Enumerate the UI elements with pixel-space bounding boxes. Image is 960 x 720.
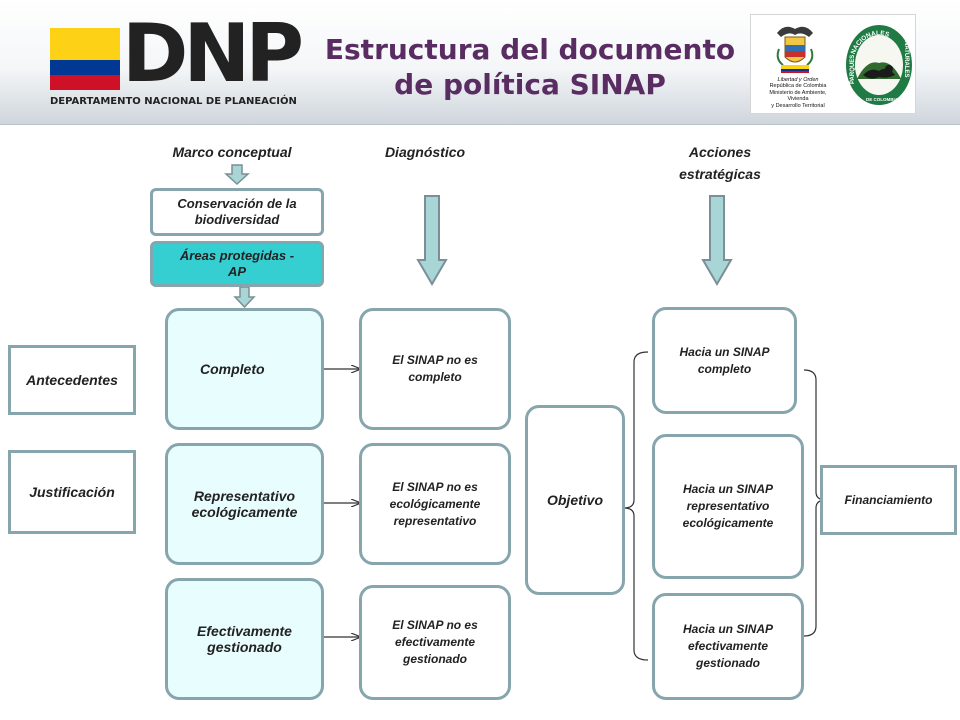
- box-diagnostico-2-line2: ecológicamente: [389, 496, 481, 511]
- parques-bottom-text: DE COLOMBIA: [866, 97, 899, 102]
- box-financiamiento: Financiamiento: [820, 465, 957, 535]
- partner-logos: Libertad y Orden República de Colombia M…: [750, 14, 916, 114]
- box-objetivo: Objetivo: [525, 405, 625, 595]
- box-accion-3-line2: efectivamente: [687, 639, 769, 653]
- box-conservacion-line1: Conservación de la: [177, 196, 297, 211]
- column-header-diagnostico: Diagnóstico: [384, 144, 466, 160]
- column-header-marco: Marco conceptual: [172, 144, 292, 160]
- box-accion-1: Hacia un SINAP completo: [652, 307, 797, 414]
- box-accion-2-line1: Hacia un SINAP: [682, 482, 773, 496]
- box-conservacion: Conservación de la biodiversidad: [150, 188, 324, 236]
- box-areas-protegidas: Áreas protegidas - AP: [150, 241, 324, 287]
- box-representativo-line1: Representativo: [193, 488, 296, 504]
- box-diagnostico-1: El SINAP no es completo: [359, 308, 511, 430]
- box-representativo: Representativo ecológicamente: [165, 443, 324, 565]
- box-accion-2-line2: representativo: [686, 499, 770, 513]
- coat-of-arms-logo: Libertad y Orden República de Colombia M…: [759, 19, 829, 111]
- coat-of-arms-icon: [776, 26, 814, 73]
- flag-red-band: [50, 75, 120, 90]
- column-header-acciones: Acciones estratégicas: [640, 141, 800, 185]
- box-accion-1-line2: completo: [697, 361, 752, 376]
- header-banner: DNP DEPARTAMENTO NACIONAL DE PLANEACIÓN …: [0, 0, 960, 125]
- coat-caption-line2: Ministerio de Ambiente, Vivienda: [769, 89, 827, 103]
- box-justificacion: Justificación: [8, 450, 136, 534]
- box-accion-2: Hacia un SINAP representativo ecológicam…: [652, 434, 804, 579]
- coat-caption-line3: y Desarrollo Territorial: [771, 102, 825, 109]
- column-header-acciones-line2: estratégicas: [679, 166, 761, 182]
- acciones-down-arrow: [701, 195, 733, 286]
- box-diagnostico-3-line3: gestionado: [402, 652, 467, 666]
- box-areas-line1: Áreas protegidas -: [179, 248, 295, 263]
- page-title-line2: de política SINAP: [394, 68, 666, 101]
- box-efectivamente: Efectivamente gestionado: [165, 578, 324, 700]
- objetivo-brace: [623, 351, 649, 661]
- dnp-logo-word: DNP: [122, 7, 304, 100]
- box-accion-3-line1: Hacia un SINAP: [682, 622, 774, 636]
- coat-caption-line1: República de Colombia: [769, 83, 827, 90]
- box-accion-3-line3: gestionado: [695, 656, 760, 670]
- marco-down-arrow-1: [224, 164, 250, 186]
- flag-yellow-band: [50, 28, 120, 60]
- box-diagnostico-2: El SINAP no es ecológicamente representa…: [359, 443, 511, 565]
- column-header-acciones-line1: Acciones: [688, 144, 752, 160]
- diagnostico-down-arrow: [416, 195, 448, 286]
- parques-nacionales-logo: NACIONALES PARQUES NATURALES DE COLOMBIA: [846, 25, 912, 105]
- page-title-line1: Estructura del documento: [324, 33, 736, 66]
- box-completo: Completo: [165, 308, 324, 430]
- box-diagnostico-1-line1: El SINAP no es: [392, 353, 478, 367]
- box-accion-1-line1: Hacia un SINAP: [679, 344, 770, 359]
- parques-right-text: NATURALES: [903, 41, 909, 78]
- box-diagnostico-3: El SINAP no es efectivamente gestionado: [359, 585, 511, 700]
- coat-of-arms-caption: Libertad y Orden República de Colombia M…: [759, 77, 837, 109]
- flag-blue-band: [50, 60, 120, 75]
- box-diagnostico-2-line1: El SINAP no es: [392, 479, 478, 494]
- box-efectivamente-line2: gestionado: [207, 639, 282, 655]
- box-conservacion-line2: biodiversidad: [194, 212, 280, 227]
- page-title: Estructura del documento de política SIN…: [310, 32, 750, 102]
- box-accion-3: Hacia un SINAP efectivamente gestionado: [652, 593, 804, 700]
- coat-motto: Libertad y Orden: [777, 77, 819, 83]
- box-areas-line2: AP: [227, 264, 247, 279]
- box-accion-2-line3: ecológicamente: [682, 516, 774, 530]
- box-antecedentes: Antecedentes: [8, 345, 136, 415]
- colombia-flag-logo: [50, 28, 120, 90]
- box-representativo-line2: ecológicamente: [191, 504, 298, 520]
- box-diagnostico-1-line2: completo: [408, 370, 462, 384]
- box-efectivamente-line1: Efectivamente: [197, 623, 292, 639]
- box-diagnostico-2-line3: representativo: [393, 513, 477, 528]
- box-diagnostico-3-line2: efectivamente: [394, 635, 476, 649]
- marco-down-arrow-2: [233, 286, 256, 309]
- parques-left-text: PARQUES: [850, 55, 856, 84]
- box-diagnostico-3-line1: El SINAP no es: [392, 618, 478, 632]
- dnp-logo-subtitle: DEPARTAMENTO NACIONAL DE PLANEACIÓN: [50, 96, 297, 107]
